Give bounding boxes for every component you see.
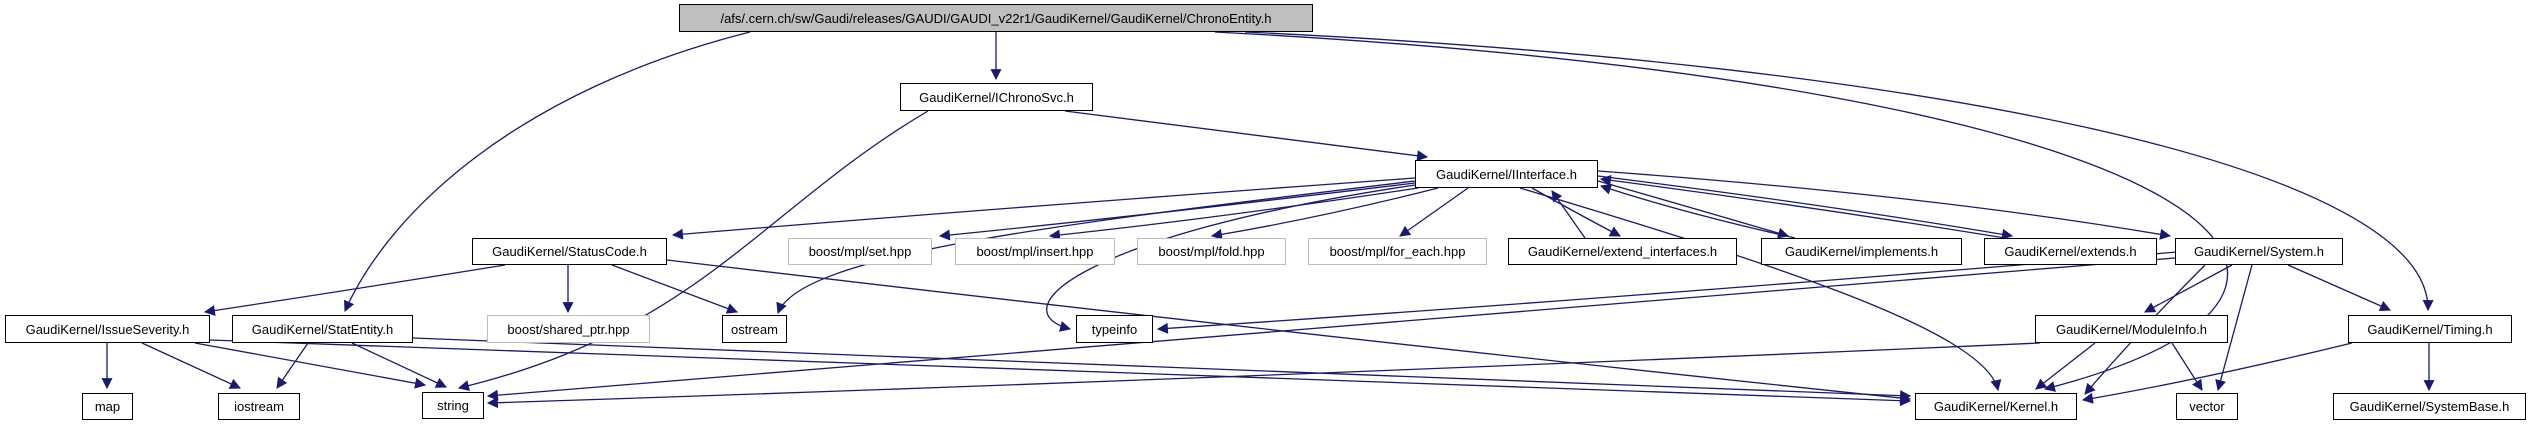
node-extint[interactable]: GaudiKernel/extend_interfaces.h: [1508, 238, 1737, 265]
edge-statuscode-to-ostream: [611, 264, 739, 314]
edge-iinterface-to-typeinfo: [1046, 184, 1416, 332]
edge-system-to-string: [486, 257, 2176, 401]
edge-timing-to-kernel: [2081, 342, 2353, 404]
edge-iinterface-to-fold: [1210, 187, 1439, 240]
edge-extint-to-iinterface: [1551, 190, 1586, 239]
node-issue[interactable]: GaudiKernel/IssueSeverity.h: [5, 315, 210, 343]
edge-stat-to-string: [351, 342, 447, 388]
node-title: /afs/.cern.ch/sw/Gaudi/releases/GAUDI/GA…: [679, 4, 1313, 32]
edge-modinfo-to-kernel: [2035, 342, 2096, 390]
edge-title-to-timing: [1244, 31, 2434, 312]
node-ostream: ostream: [722, 315, 787, 343]
edge-issue-to-string: [194, 342, 427, 389]
node-ichronosvc[interactable]: GaudiKernel/IChronoSvc.h: [900, 83, 1093, 111]
edge-title-to-stat: [344, 31, 751, 313]
edge-system-to-vector: [2215, 264, 2253, 392]
edge-stat-to-kernel: [412, 337, 1912, 402]
node-typeinfo: typeinfo: [1076, 315, 1153, 343]
node-modinfo[interactable]: GaudiKernel/ModuleInfo.h: [2035, 315, 2228, 343]
node-kernel[interactable]: GaudiKernel/Kernel.h: [1915, 393, 2077, 420]
edge-system-to-timing: [2287, 264, 2392, 312]
node-vector: vector: [2176, 393, 2238, 420]
node-sysbase[interactable]: GaudiKernel/SystemBase.h: [2333, 393, 2526, 420]
include-edges: [101, 31, 2435, 409]
edge-impl-to-iinterface: [1599, 183, 1796, 239]
edge-system-to-typeinfo: [1156, 251, 2178, 334]
edge-statuscode-to-issue: [203, 264, 506, 316]
edge-ichronosvc-to-iinterface: [1064, 110, 1429, 162]
node-string: string: [422, 392, 484, 419]
edge-iinterface-to-system: [1597, 170, 2172, 240]
edge-modinfo-to-string: [486, 342, 2041, 409]
edge-ext-to-iinterface: [1599, 174, 2006, 239]
node-system[interactable]: GaudiKernel/System.h: [2175, 238, 2343, 265]
edge-iinterface-to-insert: [1048, 187, 1419, 241]
edge-system-to-modinfo: [2144, 264, 2233, 313]
edge-issue-to-iostream: [141, 342, 241, 389]
node-iostream: iostream: [218, 393, 300, 420]
node-stat[interactable]: GaudiKernel/StatEntity.h: [232, 315, 413, 343]
node-set: boost/mpl/set.hpp: [788, 238, 932, 265]
edge-statuscode-to-kernel: [666, 259, 1912, 404]
edge-iinterface-to-statuscode: [671, 177, 1416, 240]
node-impl[interactable]: GaudiKernel/implements.h: [1761, 238, 1962, 265]
node-foreach: boost/mpl/for_each.hpp: [1308, 238, 1487, 265]
edge-iinterface-to-kernel: [1519, 187, 2002, 392]
edge-iinterface-to-ext: [1597, 175, 2014, 240]
edge-iinterface-to-extint: [1531, 187, 1621, 237]
edge-iinterface-to-set: [938, 182, 1416, 241]
node-shared: boost/shared_ptr.hpp: [487, 315, 650, 343]
node-iinterface[interactable]: GaudiKernel/IInterface.h: [1415, 160, 1598, 188]
edge-modinfo-to-vector: [2171, 342, 2203, 391]
edge-ichronosvc-to-string: [457, 110, 929, 392]
node-fold: boost/mpl/fold.hpp: [1137, 238, 1286, 265]
node-ext[interactable]: GaudiKernel/extends.h: [1984, 238, 2157, 265]
edge-iinterface-to-foreach: [1399, 187, 1469, 237]
node-map: map: [82, 393, 133, 420]
node-statuscode[interactable]: GaudiKernel/StatusCode.h: [472, 238, 667, 265]
node-insert: boost/mpl/insert.hpp: [955, 238, 1115, 265]
edge-stat-to-iostream: [276, 342, 309, 389]
edge-iinterface-to-impl: [1597, 180, 1790, 239]
node-timing[interactable]: GaudiKernel/Timing.h: [2348, 315, 2512, 343]
